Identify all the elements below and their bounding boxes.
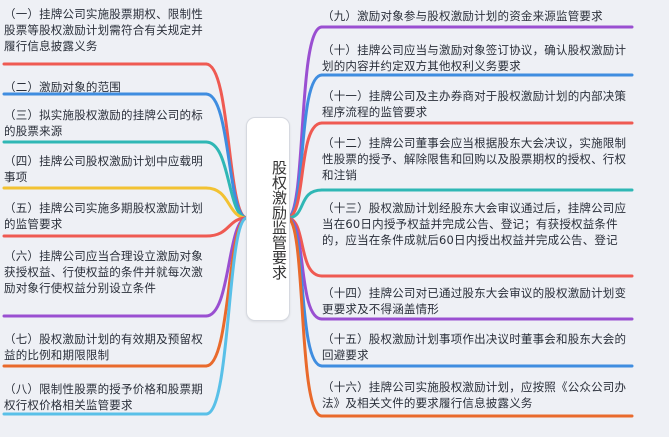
right-branch-10[interactable]: （十）挂牌公司应当与激励对象签订协议，确认股权激励计划的内容并约定双方其他权利义… [322,43,627,73]
left-branch-2[interactable]: （二）激励对象的范围 [4,80,121,94]
right-branch-connector [285,188,324,220]
right-branch-15[interactable]: （十五）股权激励计划事项作出决议时董事会和股东大会的回避要求 [322,332,627,362]
right-branch-13[interactable]: （十三）股权激励计划经股东大会审议通过后，挂牌公司应当在60日内授予权益并完成公… [322,201,627,247]
left-branch-5[interactable]: （五）挂牌公司实施多期股权激励计划的监管要求 [4,201,203,231]
right-branch-14[interactable]: （十四）挂牌公司对已通过股东大会审议的股权激励计划变更要求及不得涵盖情形 [322,286,627,316]
central-topic-title: 股权激励监管要求 [270,160,288,280]
left-branch-connector [204,140,249,220]
right-branch-9[interactable]: （九）激励对象参与股权激励计划的资金来源监管要求 [322,9,603,23]
central-topic-box[interactable]: 股权激励监管要求 [246,117,290,321]
right-branch-connector [285,216,324,418]
left-branch-connector [204,216,249,416]
left-branch-6[interactable]: （六）挂牌公司应当合理设立激励对象获授权益、行使权益的条件并就每次激励对象行使权… [4,249,203,295]
left-branch-3[interactable]: （三）拟实施股权激励的挂牌公司的标的股票来源 [4,108,203,138]
right-branch-16[interactable]: （十六）挂牌公司实施股权激励计划，应按照《公众公司办法》及相关文件的要求履行信息… [322,380,627,410]
right-branch-11[interactable]: （十一）挂牌公司及主办券商对于股权激励计划的内部决策程序流程的监管要求 [322,89,627,119]
right-branch-connector [285,121,324,220]
right-branch-12[interactable]: （十二）挂牌公司董事会应当根据股东大会决议，实施限制性股票的授予、解除限售和回购… [322,136,627,182]
left-branch-4[interactable]: （四）挂牌公司股权激励计划中应载明事项 [4,154,203,184]
left-branch-8[interactable]: （八）限制性股票的授予价格和股票期权行权价格相关监管要求 [4,382,203,412]
left-branch-1[interactable]: （一）挂牌公司实施股票期权、限制性股票等股权激励计划需符合有关规定并履行信息披露… [4,7,203,53]
left-branch-7[interactable]: （七）股权激励计划的有效期及预留权益的比例和期限限制 [4,332,203,362]
